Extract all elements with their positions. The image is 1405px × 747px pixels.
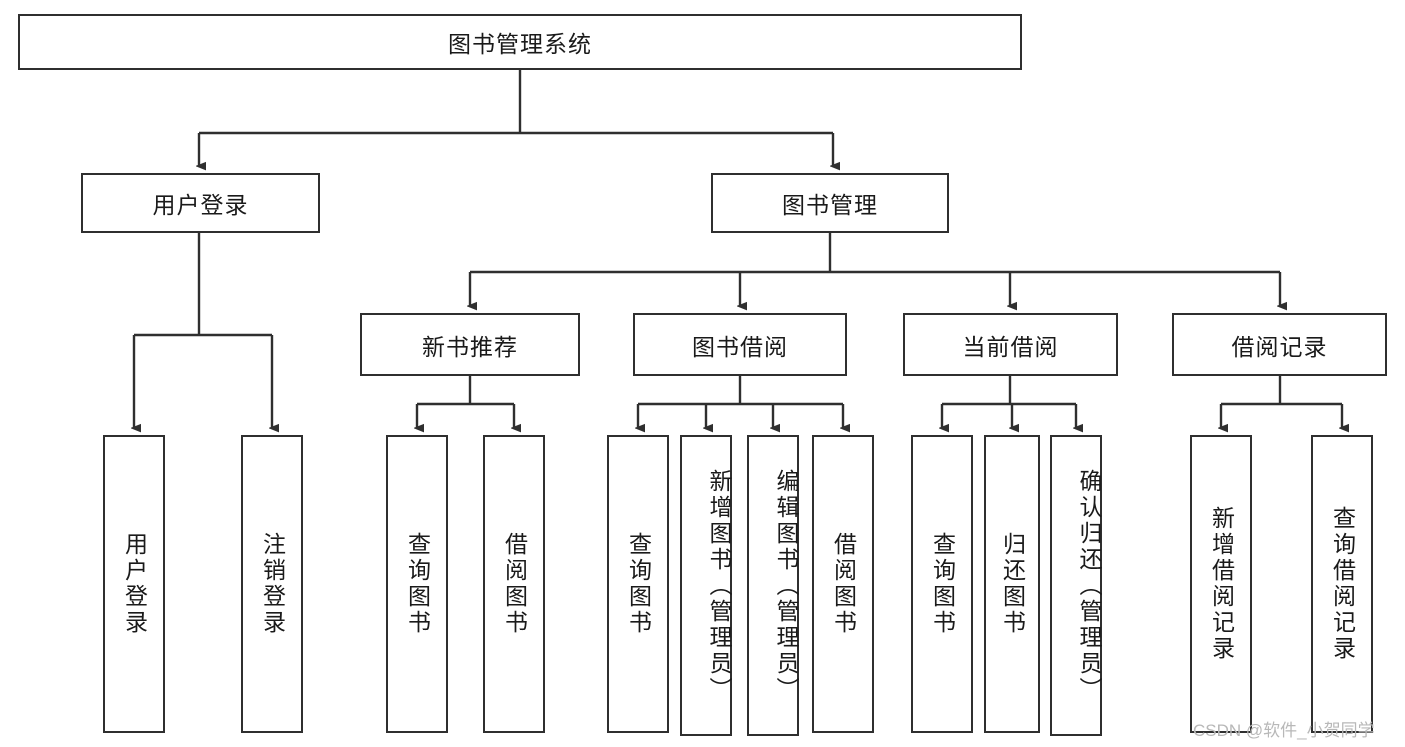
node-leaf-query-book-rec[interactable]: 查询图书 (386, 435, 448, 733)
node-leaf-query-book-cur[interactable]: 查询图书 (911, 435, 973, 733)
node-current-borrow[interactable]: 当前借阅 (903, 313, 1118, 376)
node-leaf-borrow-book-label: 借阅图书 (830, 532, 857, 636)
node-leaf-add-book-label: 新增图书（管理员） (706, 468, 732, 703)
node-leaf-confirm-return-label: 确认归还（管理员） (1076, 468, 1102, 703)
node-leaf-query-book-cur-label: 查询图书 (929, 532, 956, 636)
node-leaf-query-book-borrow-label: 查询图书 (625, 532, 652, 636)
node-leaf-return-book[interactable]: 归还图书 (984, 435, 1040, 733)
node-root[interactable]: 图书管理系统 (18, 14, 1022, 70)
node-leaf-user-login-label: 用户登录 (121, 532, 148, 636)
node-leaf-user-logout[interactable]: 注销登录 (241, 435, 303, 733)
node-leaf-add-book[interactable]: 新增图书（管理员） (680, 435, 732, 736)
node-leaf-query-book-borrow[interactable]: 查询图书 (607, 435, 669, 733)
node-leaf-edit-book[interactable]: 编辑图书（管理员） (747, 435, 799, 736)
node-new-book-rec[interactable]: 新书推荐 (360, 313, 580, 376)
node-leaf-user-logout-label: 注销登录 (259, 532, 286, 636)
node-book-manage-label: 图书管理 (782, 192, 878, 218)
node-leaf-borrow-book[interactable]: 借阅图书 (812, 435, 874, 733)
node-user-login-label: 用户登录 (152, 192, 249, 218)
node-book-borrow-label: 图书借阅 (692, 333, 788, 360)
node-current-borrow-label: 当前借阅 (962, 333, 1059, 360)
node-book-manage[interactable]: 图书管理 (711, 173, 949, 233)
node-leaf-edit-book-label: 编辑图书（管理员） (773, 468, 799, 703)
node-leaf-user-login[interactable]: 用户登录 (103, 435, 165, 733)
node-leaf-borrow-book-rec-label: 借阅图书 (501, 532, 528, 636)
node-book-borrow[interactable]: 图书借阅 (633, 313, 847, 376)
node-new-book-rec-label: 新书推荐 (422, 333, 518, 360)
node-leaf-query-record-label: 查询借阅记录 (1329, 506, 1356, 662)
node-leaf-add-record[interactable]: 新增借阅记录 (1190, 435, 1252, 733)
node-leaf-borrow-book-rec[interactable]: 借阅图书 (483, 435, 545, 733)
node-leaf-query-book-rec-label: 查询图书 (404, 532, 431, 636)
node-borrow-record[interactable]: 借阅记录 (1172, 313, 1387, 376)
node-user-login[interactable]: 用户登录 (81, 173, 320, 233)
node-root-label: 图书管理系统 (448, 31, 592, 57)
node-leaf-return-book-label: 归还图书 (999, 532, 1026, 636)
node-borrow-record-label: 借阅记录 (1231, 333, 1328, 360)
node-leaf-add-record-label: 新增借阅记录 (1208, 506, 1235, 662)
node-leaf-query-record[interactable]: 查询借阅记录 (1311, 435, 1373, 733)
node-leaf-confirm-return[interactable]: 确认归还（管理员） (1050, 435, 1102, 736)
watermark-text: CSDN @软件_小贺同学 (1193, 721, 1375, 740)
